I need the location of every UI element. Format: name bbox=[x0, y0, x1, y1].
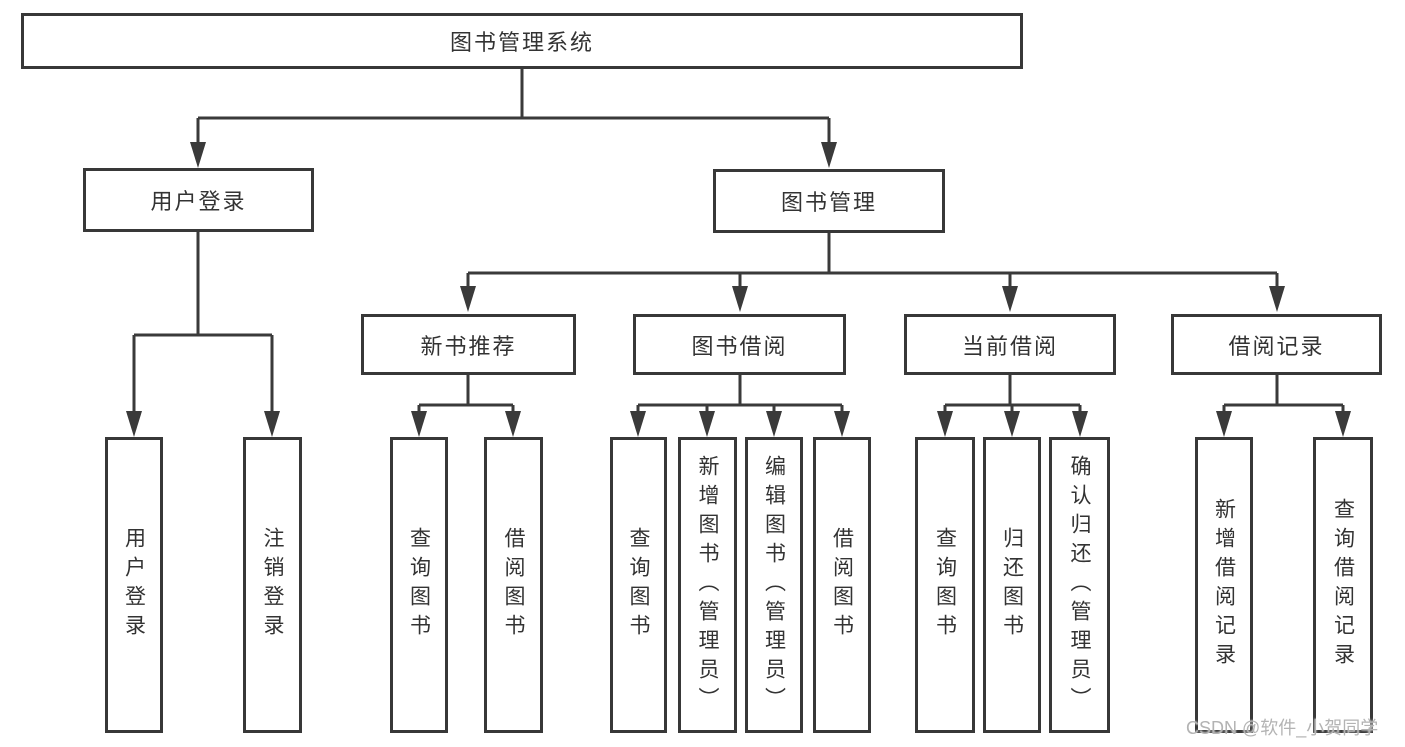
leaf-confirm-return-admin: 确认归还（管理员） bbox=[1049, 437, 1110, 733]
node-library-management-system: 图书管理系统 bbox=[21, 13, 1023, 69]
node-label: 归还图书 bbox=[1000, 527, 1024, 643]
node-label: 注销登录 bbox=[261, 527, 284, 643]
node-label: 图书管理 bbox=[780, 190, 877, 215]
node-label: 查询图书 bbox=[627, 527, 650, 643]
node-label: 编辑图书（管理员） bbox=[762, 454, 786, 716]
leaf-add-books-admin: 新增图书（管理员） bbox=[678, 437, 737, 733]
leaf-query-books-borrow: 查询图书 bbox=[610, 437, 667, 733]
leaf-borrow-books: 借阅图书 bbox=[813, 437, 871, 733]
node-label: 新书推荐 bbox=[420, 333, 517, 359]
leaf-query-books-recommend: 查询图书 bbox=[390, 437, 448, 733]
node-label: 确认归还（管理员） bbox=[1068, 454, 1091, 716]
leaf-add-borrow-record: 新增借阅记录 bbox=[1195, 437, 1253, 733]
node-user-login: 用户登录 bbox=[83, 168, 314, 232]
node-label: 新增图书（管理员） bbox=[696, 454, 719, 716]
leaf-logout: 注销登录 bbox=[243, 437, 302, 733]
node-label: 新增借阅记录 bbox=[1212, 498, 1236, 672]
node-label: 图书借阅 bbox=[691, 333, 788, 359]
node-label: 用户登录 bbox=[150, 189, 247, 214]
leaf-query-borrow-record: 查询借阅记录 bbox=[1313, 437, 1373, 733]
node-borrow-records: 借阅记录 bbox=[1171, 314, 1382, 375]
leaf-edit-books-admin: 编辑图书（管理员） bbox=[745, 437, 803, 733]
node-label: 图书管理系统 bbox=[449, 30, 594, 55]
node-label: 用户登录 bbox=[122, 527, 146, 643]
node-label: 查询借阅记录 bbox=[1331, 498, 1355, 672]
node-label: 借阅图书 bbox=[830, 527, 854, 643]
node-label: 查询图书 bbox=[933, 527, 957, 643]
csdn-watermark: CSDN @软件_小贺同学 bbox=[1186, 718, 1379, 738]
node-book-borrow: 图书借阅 bbox=[633, 314, 846, 375]
leaf-borrow-books-recommend: 借阅图书 bbox=[484, 437, 543, 733]
node-new-book-recommend: 新书推荐 bbox=[361, 314, 576, 375]
node-label: 借阅图书 bbox=[502, 527, 525, 643]
node-book-management: 图书管理 bbox=[713, 169, 945, 233]
leaf-return-books: 归还图书 bbox=[983, 437, 1041, 733]
node-label: 查询图书 bbox=[407, 527, 431, 643]
leaf-query-books-current: 查询图书 bbox=[915, 437, 975, 733]
node-current-borrow: 当前借阅 bbox=[904, 314, 1116, 375]
node-label: 借阅记录 bbox=[1228, 333, 1325, 359]
node-label: 当前借阅 bbox=[961, 333, 1058, 359]
leaf-user-login: 用户登录 bbox=[105, 437, 163, 733]
